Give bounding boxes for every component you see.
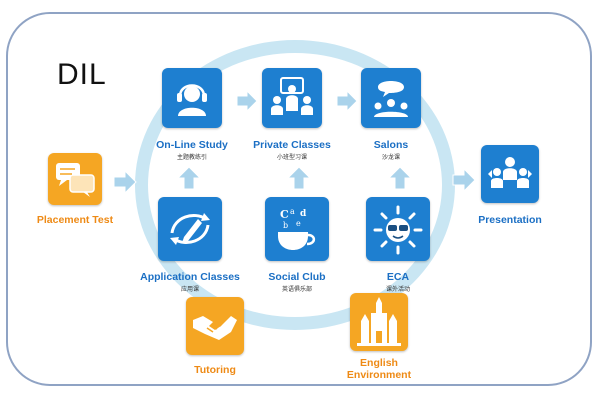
eca-sub: 课外活动 [385, 286, 410, 293]
arrow-right [236, 90, 258, 112]
english-environment-tile [350, 293, 408, 351]
online-study-sub: 主题教练引 [176, 154, 207, 161]
application-classes-label: Application Classes [140, 271, 240, 283]
private-classes-tile [262, 68, 322, 128]
salon-group-icon [374, 81, 408, 117]
english-environment-label: English Environment [346, 357, 412, 381]
online-study-label: On-Line Study [156, 139, 228, 151]
svg-text:d: d [300, 209, 307, 219]
castle-icon [357, 297, 401, 346]
svg-text:C: C [280, 208, 289, 221]
arrow-right [113, 170, 137, 194]
social-club-label: Social Club [268, 271, 326, 283]
online-study-tile [162, 68, 222, 128]
salons-tile [361, 68, 421, 128]
class-group-icon [271, 77, 313, 115]
application-classes-tile [158, 197, 222, 261]
social-club-sub: 英语俱乐部 [281, 286, 312, 293]
tutoring-label: Tutoring [194, 364, 236, 376]
arrow-right [452, 168, 476, 192]
tutoring-tile [186, 297, 244, 355]
salons-label: Salons [373, 139, 409, 151]
handshake-icon [193, 316, 237, 340]
sun-glasses-icon [373, 205, 423, 255]
svg-text:b: b [283, 221, 288, 230]
svg-text:e: e [296, 219, 301, 228]
arrow-up [177, 166, 201, 190]
chat-bubbles-icon [56, 163, 95, 197]
eca-tile [366, 197, 430, 261]
presentation-label: Presentation [478, 214, 542, 226]
arrow-up [287, 166, 311, 190]
diagram-title: DIL [57, 58, 107, 91]
arrow-up [388, 166, 412, 190]
private-classes-sub: 小班型习课 [276, 154, 307, 161]
private-classes-label: Private Classes [253, 139, 331, 151]
letter-cup-icon: C a d b e [278, 207, 316, 250]
salons-sub: 沙龙课 [381, 154, 400, 161]
headset-person-icon [177, 84, 207, 116]
placement-test-tile [48, 153, 102, 205]
diagram-frame [6, 12, 592, 386]
arrow-right [336, 90, 358, 112]
presentation-tile [481, 145, 539, 203]
application-classes-sub: 应用课 [180, 286, 199, 293]
svg-text:a: a [290, 207, 295, 216]
social-club-tile: C a d b e [265, 197, 329, 261]
presentation-group-icon [488, 157, 532, 188]
pen-swoosh-icon [170, 213, 210, 245]
placement-test-label: Placement Test [36, 214, 114, 226]
eca-label: ECA [386, 271, 410, 283]
